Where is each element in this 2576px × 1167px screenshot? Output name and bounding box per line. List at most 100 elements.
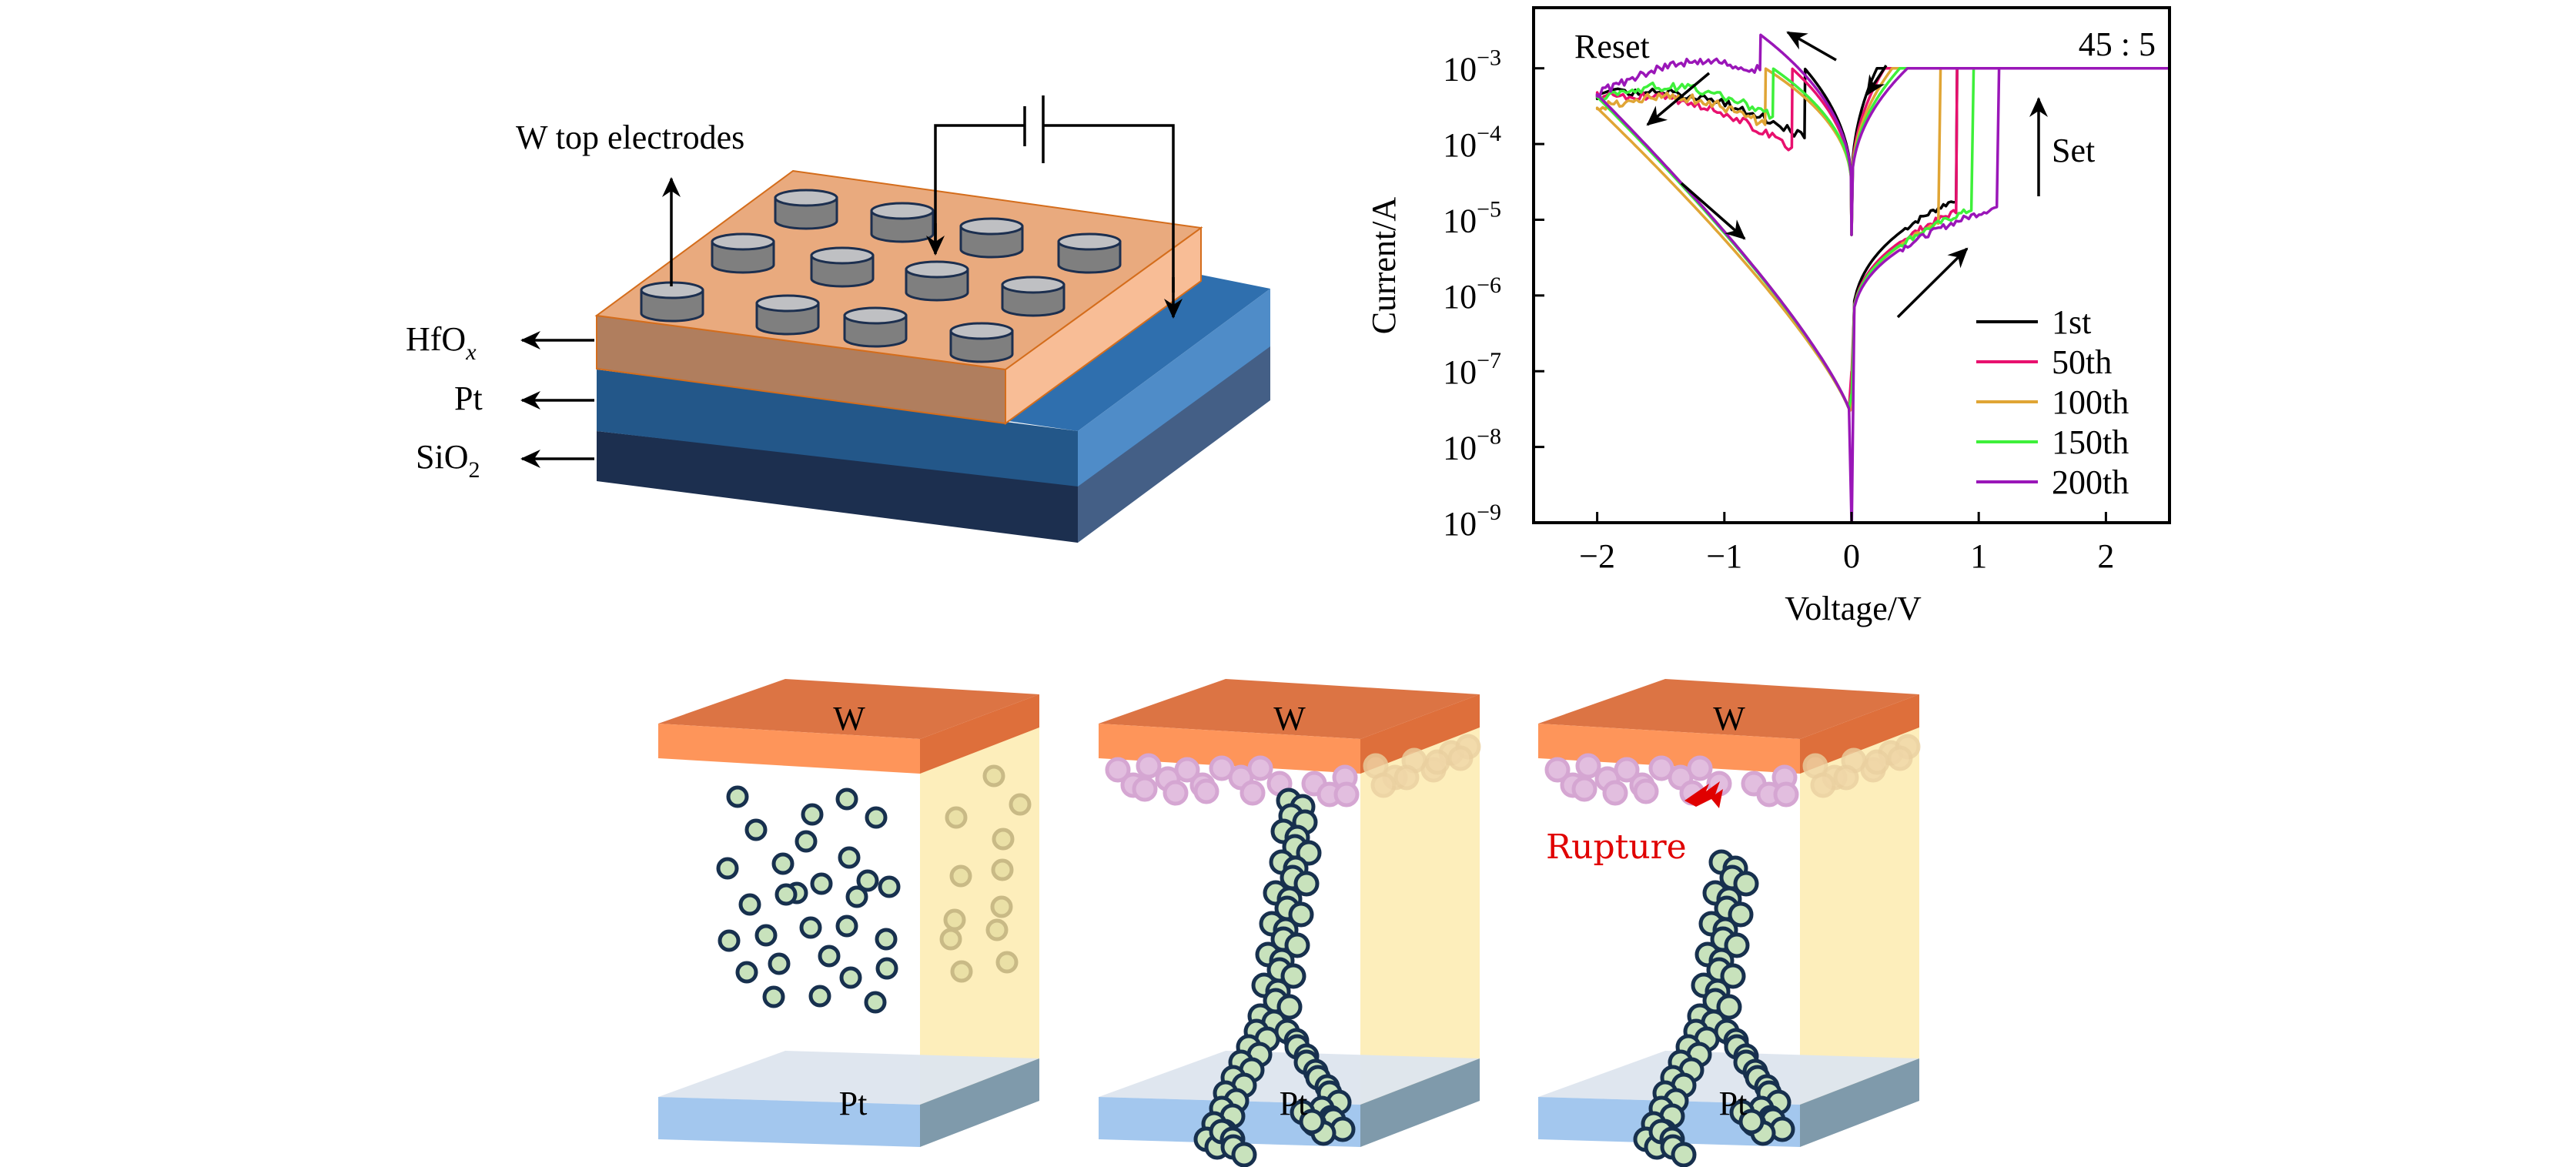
particle: [1239, 780, 1266, 806]
particle: [1132, 776, 1158, 802]
reset-annotation: Reset: [1574, 28, 1650, 65]
particle: [768, 952, 791, 975]
pt-side-face: [920, 1058, 1039, 1147]
layer-label-sio2: SiO2: [416, 438, 594, 483]
ratio-annotation: 45 : 5: [2079, 25, 2156, 63]
particle: [744, 818, 768, 841]
particle: [1447, 745, 1474, 771]
x-tick-label: 2: [2097, 537, 2114, 575]
legend-label: 1st: [2052, 303, 2091, 341]
w-electrode: [755, 294, 820, 336]
legend-item: 100th: [1976, 383, 2129, 421]
reset-return-arrow: [1786, 31, 1837, 62]
svg-text:Pt: Pt: [454, 380, 483, 417]
particle: [865, 806, 888, 829]
particle: [1633, 778, 1659, 804]
particle: [982, 764, 1005, 787]
particle: [864, 991, 887, 1014]
particle: [995, 951, 1019, 974]
w-front-face: [1538, 724, 1800, 774]
voltage-source-circuit: [926, 95, 1183, 319]
particle: [1716, 994, 1742, 1020]
particle: [1887, 745, 1913, 771]
w-side-face: [1360, 694, 1480, 774]
particle: [801, 803, 824, 826]
sio2-front-face: [597, 431, 1078, 543]
particle: [1544, 757, 1571, 783]
y-tick-label: 10−4: [1443, 121, 1501, 164]
legend-item: 200th: [1976, 463, 2129, 501]
y-tick-label: 10−9: [1443, 500, 1501, 543]
x-axis-label: Voltage/V: [1785, 590, 1922, 627]
top-electrode-label: W: [833, 700, 865, 737]
particle: [1247, 755, 1273, 781]
x-tick-label: 0: [1843, 537, 1860, 575]
particle: [950, 960, 973, 983]
particle: [1720, 963, 1746, 989]
pt-side-face: [1360, 1058, 1480, 1147]
w-front-face: [658, 724, 920, 774]
particle: [1288, 901, 1314, 928]
y-tick-label: 10−5: [1443, 196, 1501, 239]
iv-curves: [1595, 33, 2170, 523]
w-electrode: [774, 189, 838, 230]
hfox-top-face: [594, 169, 1203, 371]
particle: [1733, 871, 1759, 897]
pt-top-face: [1538, 1051, 1919, 1105]
mechanism-panel-set: WPt: [1099, 679, 1481, 1167]
particle: [845, 885, 868, 908]
device-diagram: W top electrodes HfOx Pt SiO2: [406, 95, 1270, 543]
particle: [726, 785, 749, 808]
particle: [774, 883, 798, 906]
pt-front-face: [658, 1097, 920, 1147]
particle: [875, 928, 898, 951]
particle: [818, 945, 841, 968]
particle: [1773, 781, 1799, 808]
particle: [1671, 1142, 1697, 1167]
particle: [838, 846, 861, 869]
reset-direction-arrow: [1646, 72, 1711, 126]
side-wall: [920, 724, 1039, 1112]
particle: [1284, 932, 1310, 958]
particle: [1105, 757, 1131, 783]
y-axis-label: Current/A: [1365, 197, 1403, 335]
particle: [875, 957, 898, 980]
hrs-neg-sweep-arrow: [1680, 182, 1746, 240]
particle: [1864, 749, 1890, 775]
rupture-spark-icon: [1684, 781, 1723, 808]
w-top-face: [1099, 679, 1480, 739]
legend-label: 50th: [2052, 343, 2112, 381]
bottom-electrode-label: Pt: [1719, 1085, 1748, 1122]
particle: [735, 961, 758, 984]
particle: [839, 966, 862, 989]
w-electrode: [711, 232, 775, 274]
mechanism-panel-initial: WPt: [658, 679, 1039, 1147]
particle: [1163, 780, 1189, 806]
particle: [1174, 757, 1200, 783]
w-electrode: [1057, 232, 1122, 274]
particle: [943, 908, 966, 931]
set-annotation: Set: [2052, 132, 2095, 169]
x-tick-label: −1: [1706, 537, 1742, 575]
w-electrode: [810, 246, 875, 288]
sio2-side-face: [1078, 345, 1270, 543]
svg-text:SiO2: SiO2: [416, 438, 480, 483]
particle: [1738, 1108, 1765, 1135]
pt-front-face: [597, 369, 1078, 487]
particle: [771, 852, 795, 875]
particle: [991, 858, 1014, 881]
particle: [1687, 755, 1713, 781]
particle: [1602, 780, 1628, 806]
particle: [1299, 1108, 1325, 1135]
y-tick-label: 10−7: [1443, 348, 1501, 391]
legend-label: 100th: [2052, 383, 2129, 421]
legend-item: 150th: [1976, 423, 2129, 461]
particle: [985, 918, 1009, 941]
particle: [1393, 764, 1420, 791]
particle: [738, 893, 761, 916]
legend-label: 200th: [2052, 463, 2129, 501]
particle: [1333, 781, 1360, 808]
